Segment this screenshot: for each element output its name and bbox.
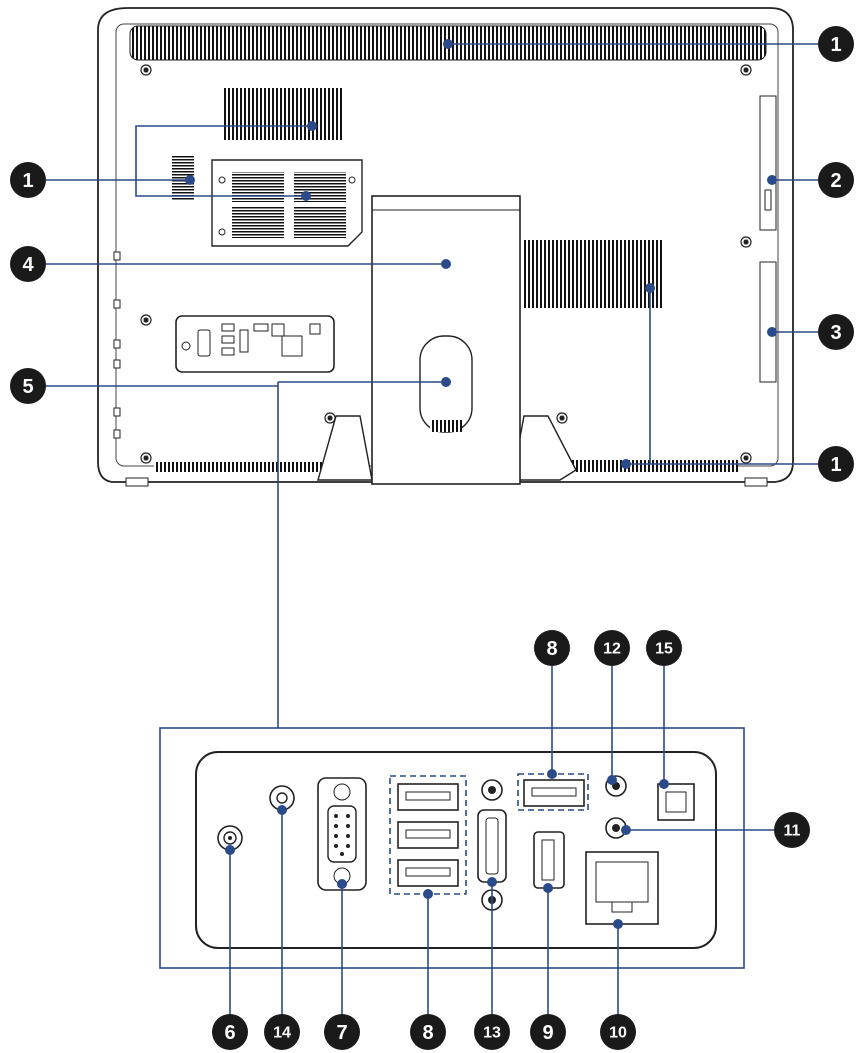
callout-esata-port: 9: [530, 1014, 566, 1050]
card-reader-slot: [759, 261, 777, 383]
esata-connector: [533, 831, 565, 889]
memory-door-vent-4: [294, 206, 346, 238]
callout-top-vent-label: 1: [830, 34, 841, 56]
optical-drive-slot: [759, 95, 777, 231]
callout-optical-drive: 2: [818, 162, 854, 198]
vga-connector: [317, 777, 367, 891]
antenna-jack: [269, 785, 295, 811]
audio-jack-11: [605, 817, 627, 839]
callout-power-jack: 6: [212, 1014, 248, 1050]
usb-port-1: [397, 783, 459, 811]
callout-card-reader: 3: [818, 314, 854, 350]
optical-drive-eject: [764, 189, 772, 211]
callout-rj45-port-label: 10: [609, 1025, 627, 1042]
callout-io-panel: 5: [10, 368, 46, 404]
callout-bottom-vent: 1: [818, 446, 854, 482]
callout-top-vent: 1: [818, 26, 854, 62]
usb-port-2: [397, 821, 459, 849]
io-panel-small: [175, 315, 335, 373]
callout-badges: 1 1 2 4 3 5 1 8 12 15 11 6 14 7 8 13 9 1…: [10, 26, 854, 1050]
callout-hdmi-port: 13: [474, 1014, 510, 1050]
foot-left: [125, 477, 149, 487]
callout-stand-label: 4: [22, 254, 34, 276]
leader-dots: [185, 39, 777, 929]
upper-vent: [224, 88, 342, 140]
callout-vga-port-label: 7: [336, 1022, 347, 1044]
callout-bottom-vent-label: 1: [830, 454, 841, 476]
foot-right: [744, 477, 768, 487]
callout-rj45-port: 10: [600, 1014, 636, 1050]
hdmi-connector: [477, 809, 507, 883]
memory-door-vent-3: [232, 206, 284, 238]
rj45-connector: [585, 851, 659, 925]
callout-lan-audio: 11: [774, 812, 810, 848]
callout-left-vent-label: 1: [22, 170, 33, 192]
callout-card-reader-label: 3: [830, 322, 841, 344]
callout-antenna-jack: 14: [264, 1014, 300, 1050]
callout-usb-top-right-label: 8: [546, 638, 557, 660]
bottom-vent-right: [572, 460, 738, 472]
memory-door-vent-1: [232, 172, 284, 202]
right-vent: [522, 240, 662, 308]
callout-io-panel-label: 5: [22, 376, 33, 398]
usb-port-3: [397, 859, 459, 887]
callout-optical-drive-label: 2: [830, 170, 841, 192]
pc-back-view: [97, 7, 794, 487]
callout-antenna-jack-label: 14: [273, 1025, 291, 1042]
screws: [140, 64, 752, 464]
callout-usb-top-right: 8: [534, 630, 570, 666]
callout-optical-out-label: 12: [603, 641, 621, 658]
callout-power-jack-label: 6: [224, 1022, 235, 1044]
spdif-connector: [657, 783, 695, 821]
usb-port-top: [523, 779, 585, 807]
callout-line-out-label: 15: [655, 641, 673, 658]
callout-stand: 4: [10, 246, 46, 282]
callout-lan-audio-label: 11: [784, 823, 801, 840]
side-buttons: [113, 251, 121, 439]
io-panel-small-ports: [181, 323, 321, 357]
leader-lines: [46, 43, 822, 1022]
left-vent: [172, 156, 194, 200]
callout-hdmi-port-label: 13: [483, 1025, 501, 1042]
callout-left-vent: 1: [10, 162, 46, 198]
callout-vga-port: 7: [324, 1014, 360, 1050]
callout-usb-stack-label: 8: [422, 1022, 433, 1044]
zoom-lines: [159, 382, 745, 969]
callout-usb-stack: 8: [410, 1014, 446, 1050]
io-panel-zoom: [195, 751, 717, 949]
callout-optical-out: 12: [594, 630, 630, 666]
bottom-vent-left: [154, 462, 332, 472]
callout-line-out: 15: [646, 630, 682, 666]
callout-esata-port-label: 9: [542, 1022, 553, 1044]
